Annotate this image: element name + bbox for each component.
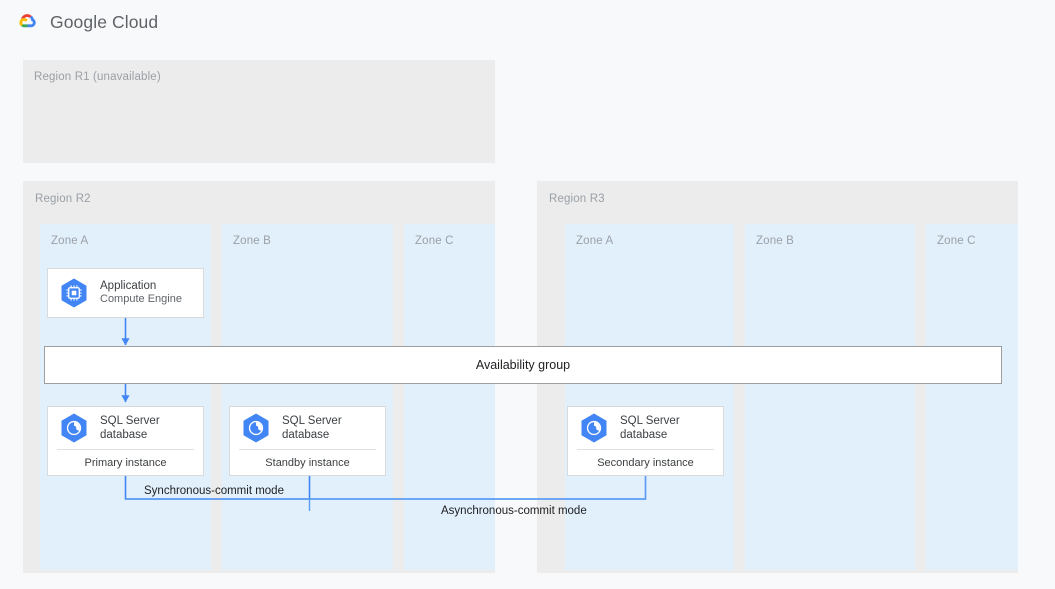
zone-r3-c: Zone C: [926, 224, 1018, 570]
node-standby-db-subtitle: database: [282, 429, 330, 441]
region-r3-label: Region R3: [549, 193, 605, 205]
node-standby-db-divider: [239, 449, 376, 450]
availability-group-bar[interactable]: Availability group: [44, 346, 1002, 384]
edge-label-synchronous-commit: Synchronous-commit mode: [144, 485, 284, 497]
zone-r2-c-label: Zone C: [415, 235, 454, 247]
architecture-diagram: Region R1 (unavailable) Region R2 Zone A…: [0, 44, 1055, 589]
sql-server-database-icon: [581, 413, 607, 443]
edge-label-asynchronous-commit: Asynchronous-commit mode: [441, 505, 587, 517]
sql-server-database-icon: [243, 413, 269, 443]
compute-engine-icon: [61, 278, 87, 308]
zone-r2-b-label: Zone B: [233, 235, 271, 247]
brand-title: Google Cloud: [50, 11, 159, 32]
node-standby-db[interactable]: SQL Server database Standby instance: [229, 406, 386, 476]
availability-group-label: Availability group: [475, 358, 571, 372]
node-primary-db-subtitle: database: [100, 429, 148, 441]
node-primary-db-text: SQL Server database: [100, 414, 160, 443]
zone-r2-b: Zone B: [222, 224, 393, 570]
node-primary-db-divider: [57, 449, 194, 450]
zone-r2-a-label: Zone A: [51, 235, 89, 247]
node-application-subtitle: Compute Engine: [100, 293, 182, 306]
node-secondary-db-divider: [577, 449, 714, 450]
node-standby-db-body: SQL Server database: [230, 407, 385, 449]
zone-r3-a: Zone A: [565, 224, 734, 570]
node-standby-db-footer: Standby instance: [265, 456, 350, 469]
region-r1: Region R1 (unavailable): [23, 60, 495, 163]
node-secondary-db-body: SQL Server database: [568, 407, 723, 449]
zone-r3-b-label: Zone B: [756, 235, 794, 247]
node-secondary-db-subtitle: database: [620, 429, 668, 441]
google-cloud-logo-icon: [19, 14, 36, 28]
node-application-text: Application Compute Engine: [100, 279, 182, 307]
node-secondary-db-footer: Secondary instance: [597, 456, 694, 469]
app-header: Google Cloud: [0, 0, 1055, 44]
node-primary-db-body: SQL Server database: [48, 407, 203, 449]
region-r1-label: Region R1 (unavailable): [34, 71, 161, 83]
zone-r2-c: Zone C: [404, 224, 495, 570]
zone-r3-c-label: Zone C: [937, 235, 976, 247]
node-standby-db-text: SQL Server database: [282, 414, 342, 443]
node-standby-db-title: SQL Server: [282, 414, 342, 427]
node-secondary-db[interactable]: SQL Server database Secondary instance: [567, 406, 724, 476]
node-primary-db-footer: Primary instance: [84, 456, 167, 469]
node-application[interactable]: Application Compute Engine: [47, 268, 204, 318]
region-r2-label: Region R2: [35, 193, 91, 205]
node-secondary-db-text: SQL Server database: [620, 414, 680, 443]
zone-r3-a-label: Zone A: [576, 235, 614, 247]
node-primary-db-title: SQL Server: [100, 414, 160, 427]
node-secondary-db-title: SQL Server: [620, 414, 680, 427]
node-primary-db[interactable]: SQL Server database Primary instance: [47, 406, 204, 476]
zone-r3-b: Zone B: [745, 224, 915, 570]
sql-server-database-icon: [61, 413, 87, 443]
node-application-title: Application: [100, 279, 157, 292]
node-application-body: Application Compute Engine: [48, 269, 203, 317]
